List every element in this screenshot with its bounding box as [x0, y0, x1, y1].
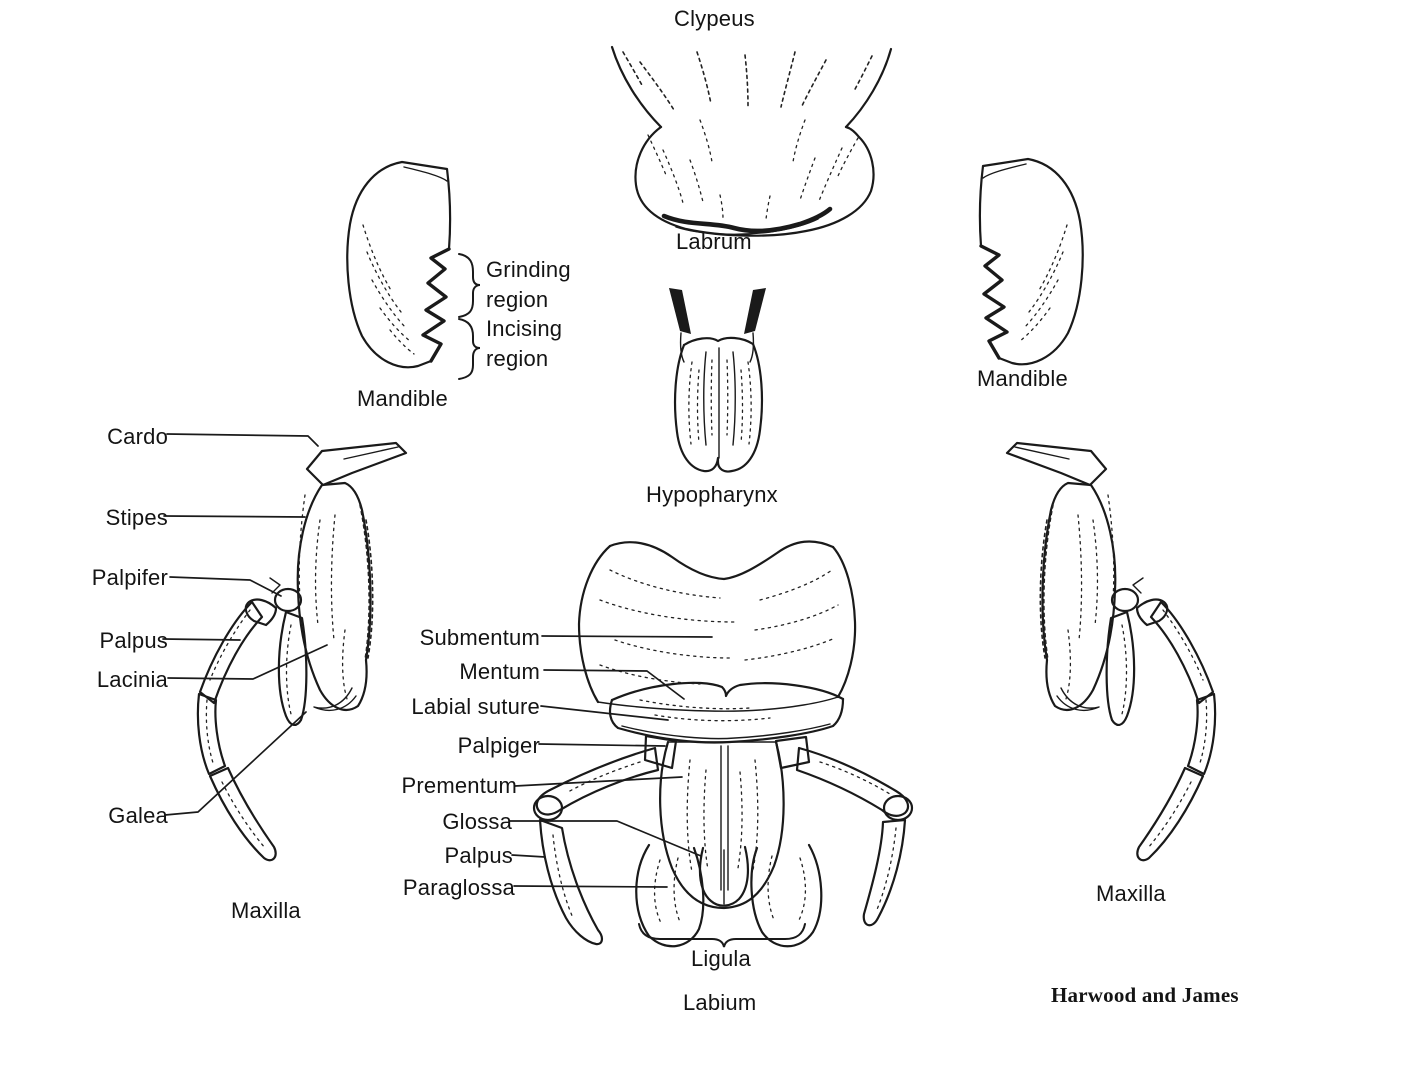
- label-stipes: Stipes: [105, 505, 168, 530]
- left-maxilla-drawing: [196, 441, 408, 862]
- label-glossa: Glossa: [442, 809, 512, 834]
- label-clypeus: Clypeus: [674, 6, 755, 31]
- leader-line-palpifer: [169, 576, 282, 597]
- leader-line-stipes: [163, 515, 306, 518]
- labium-drawing: [532, 540, 914, 948]
- label-labrum: Labrum: [676, 229, 752, 254]
- label-labial-suture: Labial suture: [411, 694, 540, 719]
- leader-line-glossa: [509, 820, 702, 857]
- label-maxilla-left: Maxilla: [231, 898, 301, 923]
- incising-region-brace: [458, 318, 481, 380]
- label-maxilla-right: Maxilla: [1096, 881, 1166, 906]
- label-mandible-right: Mandible: [977, 366, 1068, 391]
- hypopharynx-drawing: [669, 288, 766, 473]
- leader-line-palpus-maxillary: [162, 638, 241, 641]
- label-incising-region: Incising region: [486, 316, 563, 371]
- right-mandible-drawing: [978, 157, 1084, 366]
- ligula-brace: [638, 923, 806, 948]
- label-submentum: Submentum: [419, 625, 540, 650]
- leader-line-submentum: [541, 635, 713, 638]
- leader-line-palpiger: [538, 743, 666, 747]
- label-labium: Labium: [683, 990, 757, 1015]
- grinding-region-brace: [458, 253, 481, 318]
- label-galea: Galea: [108, 803, 168, 828]
- label-ligula: Ligula: [691, 946, 751, 971]
- leader-line-labial-suture: [540, 705, 669, 721]
- label-palpus-labial: Palpus: [444, 843, 513, 868]
- left-mandible-drawing: [346, 160, 452, 369]
- label-mentum: Mentum: [459, 659, 540, 684]
- label-cardo: Cardo: [107, 424, 168, 449]
- leader-line-mentum: [543, 669, 685, 700]
- label-lacinia: Lacinia: [96, 667, 168, 692]
- label-hypopharynx: Hypopharynx: [646, 482, 778, 507]
- leader-line-prementum: [514, 776, 683, 787]
- label-paraglossa: Paraglossa: [402, 875, 515, 900]
- leader-line-palpus-labial: [511, 854, 546, 858]
- label-palpifer: Palpifer: [91, 565, 168, 590]
- leader-line-lacinia: [167, 644, 328, 680]
- label-prementum: Prementum: [401, 773, 517, 798]
- leader-lines: [162, 433, 713, 888]
- clypeus-labrum-drawing: [610, 45, 893, 237]
- grinding-incising-braces: [458, 253, 481, 380]
- right-maxilla-drawing: [1005, 441, 1217, 862]
- leader-line-cardo: [166, 433, 319, 447]
- label-palpus-maxillary: Palpus: [99, 628, 168, 653]
- leader-line-paraglossa: [513, 885, 668, 888]
- label-palpiger: Palpiger: [457, 733, 540, 758]
- figure-credit: Harwood and James: [1051, 983, 1239, 1007]
- label-mandible-left: Mandible: [357, 386, 448, 411]
- leader-line-galea: [164, 711, 307, 816]
- label-grinding-region: Grinding region: [486, 257, 571, 312]
